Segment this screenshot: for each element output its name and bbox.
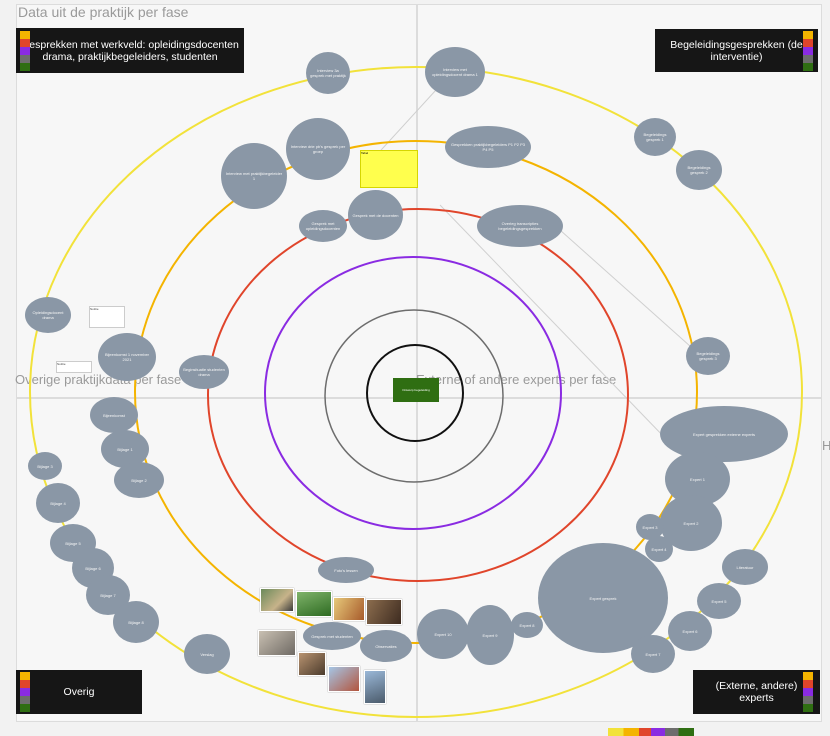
ring-grey	[324, 309, 504, 483]
color-legend-icon	[803, 31, 813, 71]
bubble[interactable]: Overleg transcripties begeleidingsgespre…	[477, 205, 563, 247]
ring-black	[366, 344, 464, 442]
photo[interactable]	[296, 591, 332, 617]
color-palette-bar[interactable]	[608, 728, 694, 736]
bubble[interactable]: Foto's lessen	[318, 557, 374, 583]
bubble[interactable]: Expert 8	[511, 612, 543, 638]
edge-letter: H	[822, 438, 830, 453]
bubble[interactable]: Gesprek met opleidingsdocenten	[299, 210, 347, 242]
bubble[interactable]: Expert gesprekken externe experts	[660, 406, 788, 462]
bubble[interactable]: Bijlage 2	[114, 462, 164, 498]
bubble[interactable]: Interview drie pb's gesprek per groep	[286, 118, 350, 180]
bubble[interactable]: Bijlage 3	[28, 452, 62, 480]
bubble[interactable]: Bijlage 4	[36, 483, 80, 523]
quadrant-title-right: Externe of andere experts per fase	[416, 372, 617, 387]
bubble[interactable]: Beginsituatie studenten drama	[179, 355, 229, 389]
bubble[interactable]: Expert 4	[645, 536, 673, 562]
bubble[interactable]: Expert gesprek	[538, 543, 668, 653]
photo[interactable]	[260, 588, 294, 612]
bubble[interactable]: Gesprekken praktijkbegeleiders P1 P2 P3 …	[445, 126, 531, 168]
bubble[interactable]: Opleidingsdocent drama	[25, 297, 71, 333]
photo[interactable]	[333, 597, 365, 621]
color-legend-icon	[20, 672, 30, 712]
photo[interactable]	[298, 652, 326, 676]
color-legend-icon	[803, 672, 813, 712]
bubble[interactable]: Literatuur	[722, 549, 768, 585]
bubble[interactable]: Expert 10	[417, 609, 469, 659]
photo[interactable]	[328, 666, 360, 692]
bubble[interactable]: Observaties	[360, 630, 412, 662]
yellow-note[interactable]: Tabel	[360, 150, 418, 188]
bubble[interactable]: Begeleidings gesprek 3	[686, 337, 730, 375]
color-legend-icon	[20, 31, 30, 71]
photo[interactable]	[258, 630, 296, 656]
bubble[interactable]: Bijeenkomst	[90, 397, 138, 433]
page-title: Data uit de praktijk per fase	[18, 4, 189, 20]
bubble[interactable]: Bijeenkomst 1 november 2021	[98, 333, 156, 381]
label-bottom-right[interactable]: (Externe, andere) experts	[693, 670, 820, 714]
bubble[interactable]: Interview 3a gesprek met praktijk	[306, 52, 350, 94]
bubble[interactable]: Expert 3	[636, 514, 664, 540]
bubble[interactable]: Interview met opleidingsdocent drama 1	[425, 47, 485, 97]
bubble[interactable]: Gesprek met de docenten	[348, 190, 403, 240]
photo[interactable]	[364, 670, 386, 704]
photo[interactable]	[366, 599, 402, 625]
connector-line	[559, 229, 701, 356]
ring-purple	[264, 256, 562, 530]
ring-yellow-outer	[29, 66, 803, 718]
center-box[interactable]: Ontwerp begeleiding	[393, 378, 439, 402]
bubble[interactable]: Verslag	[184, 634, 230, 674]
label-top-right[interactable]: Begeleidingsgesprekken (de interventie)	[655, 29, 818, 72]
bubble[interactable]: Expert 9	[466, 605, 514, 665]
bubble[interactable]: Expert 5	[697, 583, 741, 619]
connector-line	[371, 89, 437, 161]
bubble[interactable]: Bijlage 1	[101, 430, 149, 468]
label-top-left[interactable]: Gesprekken met werkveld: opleidingsdocen…	[16, 28, 244, 73]
white-note[interactable]: Notitie	[56, 361, 92, 373]
bubble[interactable]: Begeleidings gesprek 2	[676, 150, 722, 190]
connector-line	[439, 204, 697, 471]
label-bottom-left[interactable]: Overig	[16, 670, 142, 714]
bubble[interactable]: Expert 6	[668, 611, 712, 651]
ring-orange	[134, 140, 698, 644]
white-note[interactable]: Notitie	[89, 306, 125, 328]
bubble[interactable]: Interview met praktijkbegeleider 1	[221, 143, 287, 209]
bubble[interactable]: Gesprek met studenten	[303, 622, 361, 650]
ring-red	[207, 208, 629, 582]
bubble[interactable]: Bijlage 8	[113, 601, 159, 643]
bubble[interactable]: Expert 7	[631, 635, 675, 673]
bubble[interactable]: Begeleidings gesprek 1	[634, 118, 676, 156]
